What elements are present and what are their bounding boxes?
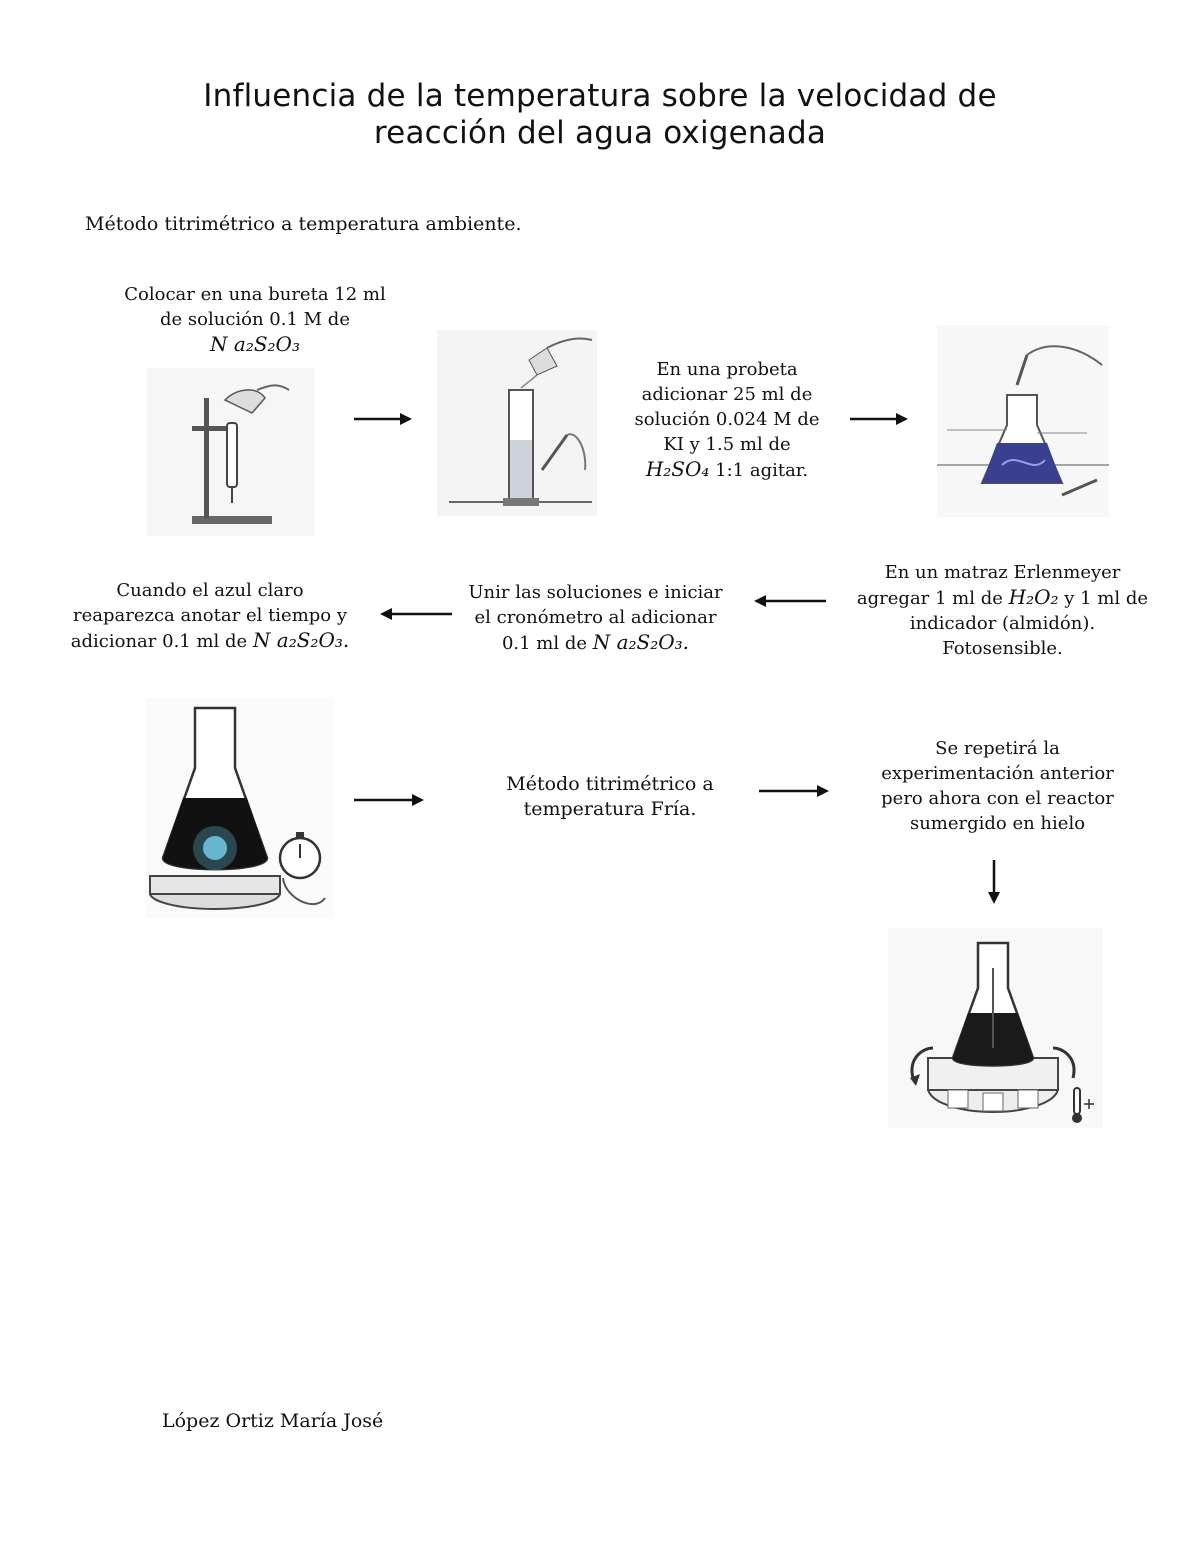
step7-line2: experimentación anterior [881,763,1114,784]
step1-formula: N a₂S₂O₃ [210,332,300,356]
step4-line3: 0.1 ml de N a₂S₂O₃. [458,630,733,656]
arrow-right-3 [354,794,424,806]
step5-line3: adicionar 0.1 ml de N a₂S₂O₃. [55,628,365,654]
step1-line2: de solución 0.1 M de [160,309,350,330]
step4-text: Unir las soluciones e iniciar el cronóme… [458,580,733,656]
step4-formula: N a₂S₂O₃. [592,630,690,654]
graduated-cylinder-image [437,330,597,516]
step4-line1: Unir las soluciones e iniciar [468,582,723,603]
step2-line5: H₂SO₄ 1:1 agitar. [617,457,837,483]
step2-line2: adicionar 25 ml de [641,384,813,405]
step2-line1: En una probeta [656,359,798,380]
step5-line1: Cuando el azul claro [116,580,304,601]
step4-line3-text: 0.1 ml de [501,633,588,654]
page-title: Influencia de la temperatura sobre la ve… [0,78,1200,152]
step3-line2: agregar 1 ml de H₂O₂ y 1 ml de [855,585,1150,611]
step3-text: En un matraz Erlenmeyer agregar 1 ml de … [855,560,1150,661]
step3-line2a: agregar 1 ml de [856,588,1003,609]
step1-line1: Colocar en una bureta 12 ml [124,284,386,305]
section-subtitle: Método titrimétrico a temperatura ambien… [85,213,522,235]
step5-line3-text: adicionar 0.1 ml de [70,631,248,652]
step3-line1: En un matraz Erlenmeyer [884,562,1121,583]
step2-text: En una probeta adicionar 25 ml de soluci… [617,357,837,483]
arrow-right-1 [354,413,412,425]
step7-line1: Se repetirá la [935,738,1060,759]
step6-text: Método titrimétrico a temperatura Fría. [475,772,745,822]
step7-line3: pero ahora con el reactor [881,788,1114,809]
step5-formula: N a₂S₂O₃. [252,628,350,652]
title-line-2: reacción del agua oxigenada [373,115,827,151]
step7-text: Se repetirá la experimentación anterior … [860,736,1135,836]
step2-line4: KI y 1.5 ml de [663,434,791,455]
step5-line2: reaparezca anotar el tiempo y [72,605,348,626]
step2-line3: solución 0.024 M de [634,409,820,430]
step6-line1: Método titrimétrico a [506,773,714,795]
title-line-1: Influencia de la temperatura sobre la ve… [203,78,997,114]
step3-line2b: y 1 ml de [1064,588,1149,609]
arrow-right-2 [850,413,908,425]
arrow-left-2 [380,608,452,620]
author-name: López Ortiz María José [162,1410,384,1432]
step2-formula: H₂SO₄ [645,457,710,481]
step6-line2: temperatura Fría. [523,798,697,820]
step4-line2: el cronómetro al adicionar [474,607,717,628]
arrow-right-4 [759,785,829,797]
step7-line4: sumergido en hielo [909,813,1086,834]
burette-stand-image [147,368,315,536]
step5-text: Cuando el azul claro reaparezca anotar e… [55,578,365,654]
step3-line3: indicador (almidón). [909,613,1096,634]
flask-stopwatch-image [145,698,333,918]
step3-line4: Fotosensible. [942,638,1063,659]
step1-text: Colocar en una bureta 12 ml de solución … [95,282,415,357]
arrow-down [988,860,1000,904]
arrow-left-1 [754,595,826,607]
step2-line5-text: 1:1 agitar. [715,460,809,481]
blue-flask-image [937,325,1109,517]
step3-formula: H₂O₂ [1008,585,1059,609]
ice-bath-flask-image [888,928,1103,1128]
